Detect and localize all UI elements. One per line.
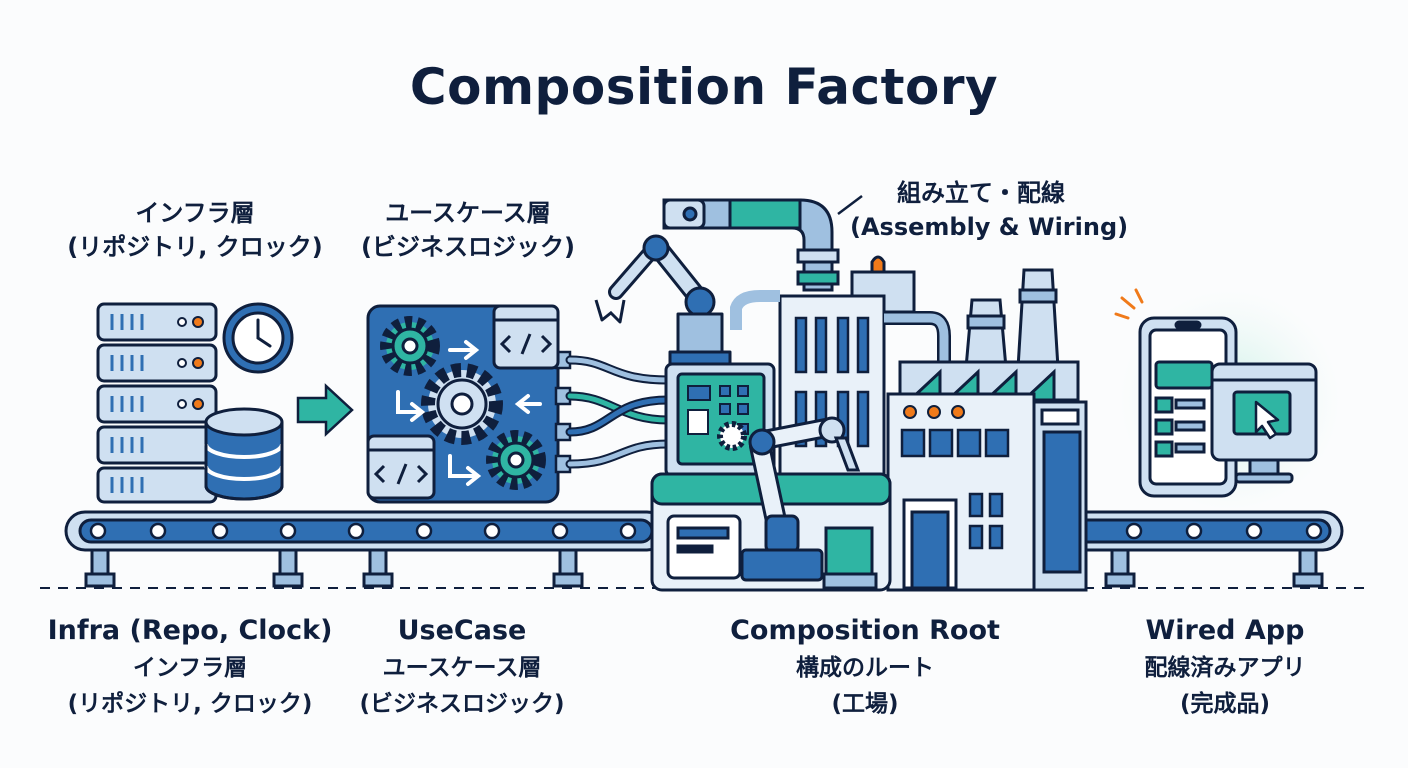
usecase-top-label: ユースケース層 (ビジネスロジック) [350,196,586,264]
infra-bottom-ja2: (リポジトリ, クロック) [67,691,313,717]
infra-bottom-label: Infra (Repo, Clock) インフラ層 (リポジトリ, クロック) [40,612,340,722]
root-bottom-ja1: 構成のルート [796,655,934,681]
usecase-top-line2: (ビジネスロジック) [361,233,575,261]
app-bottom-ja2: (完成品) [1179,691,1271,717]
assembly-top-label: 組み立て・配線 (Assembly & Wiring) [850,176,1129,244]
cursor-icon [1254,400,1280,440]
assembly-top-line1: 組み立て・配線 [897,179,1065,207]
chimneys [964,268,1060,370]
server-rack-icon [96,302,218,504]
app-bottom-en: Wired App [1145,615,1305,646]
app-bottom-label: Wired App 配線済みアプリ (完成品) [1106,612,1344,722]
infra-top-label: インフラ層 (リポジトリ, クロック) [60,196,330,264]
usecase-bottom-en: UseCase [397,615,527,646]
usecase-bottom-label: UseCase ユースケース層 (ビジネスロジック) [340,612,584,722]
spark-lines [1114,288,1144,320]
code-window-icon [366,304,560,500]
infra-top-line1: インフラ層 [135,199,255,227]
usecase-bottom-ja2: (ビジネスロジック) [359,691,565,717]
diagram-title: Composition Factory [409,58,999,116]
infra-bottom-en: Infra (Repo, Clock) [47,615,333,646]
circuit-board-icon [664,362,776,478]
left-conveyor [64,510,668,588]
usecase-bottom-ja1: ユースケース層 [382,655,542,681]
factory-building-icon [730,255,951,506]
database-icon [204,407,284,501]
wiring-cables [565,355,673,469]
root-bottom-label: Composition Root 構成のルート (工場) [706,612,1024,722]
root-bottom-en: Composition Root [730,615,1000,646]
right-conveyor [1038,510,1344,588]
usecase-top-line1: ユースケース層 [385,199,551,227]
robot-arm-icon [594,234,732,368]
lower-robot-arm-icon [740,416,878,590]
root-bottom-ja2: (工場) [831,691,899,717]
overhead-pipe [662,198,840,292]
infra-bottom-ja1: インフラ層 [132,655,248,681]
arrow-right-icon [296,383,354,437]
factory-hall-icon [886,360,1088,592]
app-bottom-ja1: 配線済みアプリ [1144,655,1306,681]
assembly-top-line2: (Assembly & Wiring) [850,213,1129,241]
smartphone-icon [1138,316,1238,498]
clock-icon [222,302,294,374]
annotation-line [837,195,863,215]
infra-top-line2: (リポジトリ, クロック) [67,233,323,261]
